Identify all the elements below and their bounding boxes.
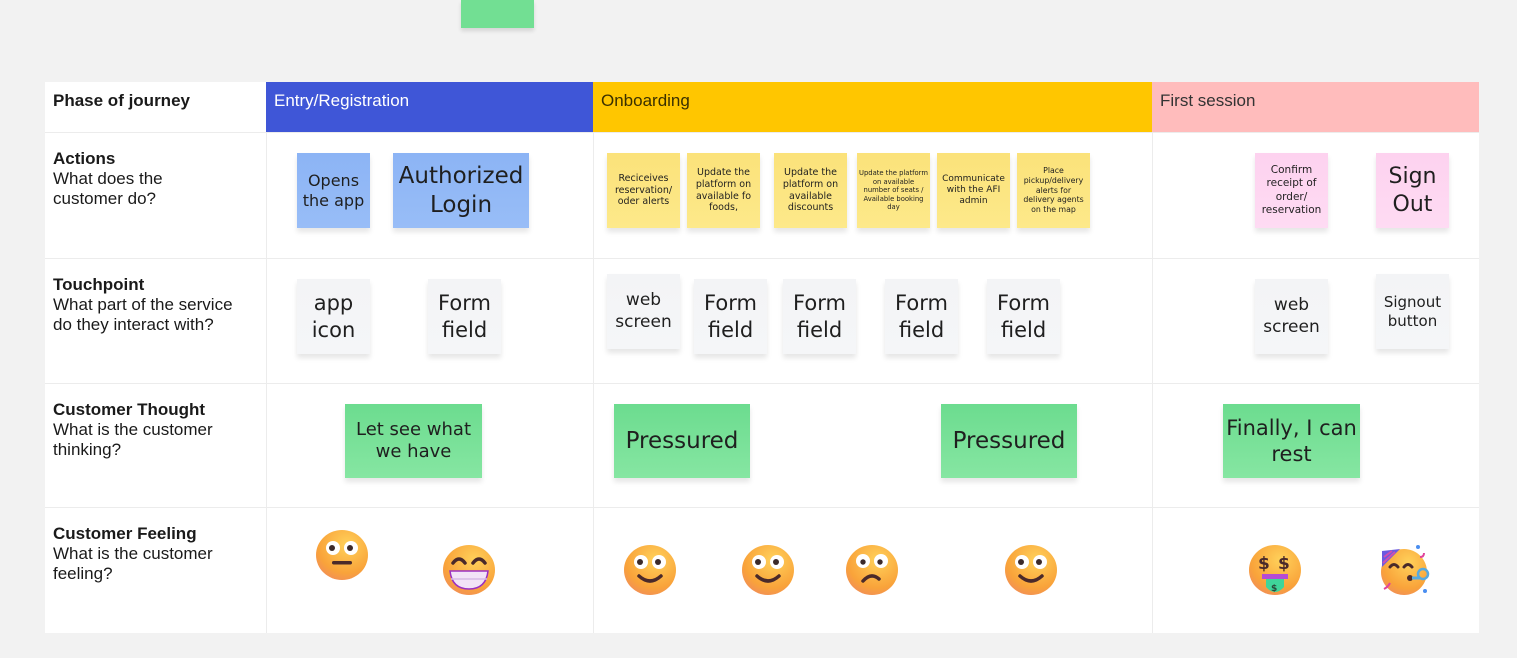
divider — [1152, 132, 1153, 633]
sticky-note-touchpoint[interactable]: Form field — [783, 279, 856, 354]
row-subtitle: What part of the service do they interac… — [53, 295, 233, 334]
phase-entry-registration[interactable]: Entry/Registration — [266, 82, 593, 132]
slightly-smiling-face-icon[interactable] — [623, 543, 677, 597]
row-title: Customer Feeling — [53, 524, 197, 543]
row-subtitle: What is the customer thinking? — [53, 420, 213, 459]
divider — [593, 132, 594, 633]
money-mouth-face-icon[interactable]: $ $ $ — [1248, 543, 1302, 597]
svg-text:$: $ — [1271, 584, 1277, 594]
sticky-note-touchpoint[interactable]: app icon — [297, 279, 370, 354]
sticky-note-thought[interactable]: Pressured — [941, 404, 1077, 478]
customer-journey-map: Phase of journey Entry/Registration Onbo… — [45, 82, 1479, 633]
slightly-smiling-face-icon[interactable] — [741, 543, 795, 597]
sticky-note-action[interactable]: Authorized Login — [393, 153, 529, 228]
sticky-note-action[interactable]: Update the platform on available number … — [857, 153, 930, 228]
row-subtitle: What does the customer do? — [53, 169, 163, 208]
sticky-note-thought[interactable]: Pressured — [614, 404, 750, 478]
sticky-note-action[interactable]: Update the platform on available fo food… — [687, 153, 760, 228]
neutral-face-icon[interactable] — [315, 528, 369, 582]
phase-first-session[interactable]: First session — [1152, 82, 1479, 132]
sticky-note-action[interactable]: Opens the app — [297, 153, 370, 228]
divider — [45, 383, 1479, 384]
sticky-note-action[interactable]: Place pickup/delivery alerts for deliver… — [1017, 153, 1090, 228]
phase-of-journey-label: Phase of journey — [53, 91, 190, 110]
sticky-note-thought[interactable]: Let see what we have — [345, 404, 482, 478]
divider — [45, 507, 1479, 508]
row-label-touchpoint: Touchpoint What part of the service do t… — [45, 266, 266, 344]
row-label-customer-thought: Customer Thought What is the customer th… — [45, 391, 266, 469]
stray-sticky-note[interactable] — [461, 0, 534, 28]
slightly-smiling-face-icon[interactable] — [1004, 543, 1058, 597]
grinning-face-icon[interactable] — [442, 543, 496, 597]
sticky-note-touchpoint[interactable]: Form field — [694, 279, 767, 354]
row-label-actions: Actions What does the customer do? — [45, 140, 266, 218]
row-title: Touchpoint — [53, 275, 145, 294]
sticky-note-touchpoint[interactable]: web screen — [607, 274, 680, 349]
row-subtitle: What is the customer feeling? — [53, 544, 213, 583]
divider — [45, 132, 1479, 133]
row-title: Customer Thought — [53, 400, 206, 419]
row-title: Actions — [53, 149, 116, 168]
row-label-customer-feeling: Customer Feeling What is the customer fe… — [45, 515, 266, 593]
sticky-note-touchpoint[interactable]: Form field — [987, 279, 1060, 354]
divider — [45, 258, 1479, 259]
confused-face-icon[interactable] — [845, 543, 899, 597]
sticky-note-action[interactable]: Sign Out — [1376, 153, 1449, 228]
phase-onboarding[interactable]: Onboarding — [593, 82, 1152, 132]
sticky-note-action[interactable]: Reciceives reservation/ oder alerts — [607, 153, 680, 228]
partying-face-icon[interactable] — [1378, 543, 1432, 597]
sticky-note-touchpoint[interactable]: Signout button — [1376, 274, 1449, 349]
sticky-note-action[interactable]: Confirm receipt of order/ reservation — [1255, 153, 1328, 228]
svg-text:$: $ — [1258, 554, 1270, 574]
sticky-note-touchpoint[interactable]: web screen — [1255, 279, 1328, 354]
sticky-note-touchpoint[interactable]: Form field — [428, 279, 501, 354]
divider — [266, 132, 267, 633]
sticky-note-touchpoint[interactable]: Form field — [885, 279, 958, 354]
sticky-note-action[interactable]: Communicate with the AFI admin — [937, 153, 1010, 228]
sticky-note-action[interactable]: Update the platform on available discoun… — [774, 153, 847, 228]
sticky-note-thought[interactable]: Finally, I can rest — [1223, 404, 1360, 478]
svg-text:$: $ — [1278, 554, 1290, 574]
